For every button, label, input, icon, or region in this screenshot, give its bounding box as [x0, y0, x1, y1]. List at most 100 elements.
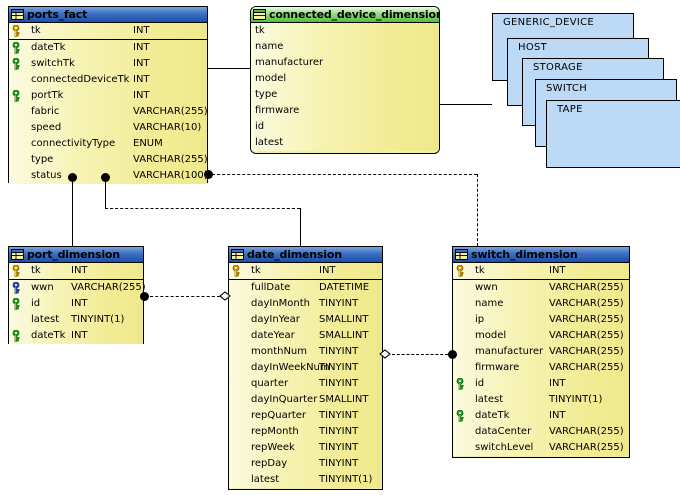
field-type: VARCHAR(255): [133, 106, 208, 117]
field-type: INT: [319, 265, 336, 276]
entity-header-switch_dimension[interactable]: switch_dimension: [453, 247, 629, 263]
connector-ports-fact-to-port-dimension: [72, 177, 73, 246]
device-type-label: HOST: [518, 42, 548, 53]
field-name: id: [31, 298, 41, 309]
field-name: switchLevel: [475, 442, 534, 453]
field-name: fabric: [31, 106, 60, 117]
entity-title-switch_dimension: switch_dimension: [471, 247, 578, 261]
primary-key-icon: [229, 265, 243, 277]
entity-header-connected_device_dimension[interactable]: connected_device_dimension: [251, 7, 439, 23]
field-row[interactable]: name: [251, 39, 439, 55]
field-row[interactable]: tk: [251, 23, 439, 39]
field-name: fullDate: [251, 282, 291, 293]
entity-header-date_dimension[interactable]: date_dimension: [229, 247, 382, 263]
entity-title-port_dimension: port_dimension: [27, 247, 120, 261]
device-type-label: GENERIC_DEVICE: [503, 17, 595, 28]
entity-title-connected_device_dimension: connected_device_dimension: [269, 7, 440, 21]
entity-header-ports_fact[interactable]: ports_fact: [9, 7, 207, 23]
field-name: latest: [255, 137, 284, 148]
table-icon: [11, 9, 24, 20]
field-row[interactable]: model: [251, 71, 439, 87]
field-row[interactable]: manufacturer: [251, 55, 439, 71]
field-row[interactable]: type: [251, 87, 439, 103]
table-icon: [231, 249, 244, 260]
foreign-key-icon: [9, 42, 23, 54]
field-name: dateTk: [31, 42, 66, 53]
field-row[interactable]: firmware: [251, 103, 439, 119]
field-name: repMonth: [251, 426, 299, 437]
field-type: TINYINT(1): [319, 474, 373, 485]
field-name: repWeek: [251, 442, 295, 453]
field-row[interactable]: latest: [251, 135, 439, 151]
field-type: VARCHAR(255): [133, 154, 208, 165]
field-type: INT: [133, 42, 150, 53]
field-type: INT: [549, 378, 566, 389]
field-name: model: [255, 73, 287, 84]
relationship-marker-switch-dimension: [447, 349, 457, 359]
field-name: tk: [31, 265, 41, 276]
field-name: firmware: [255, 105, 300, 116]
device-type-label: STORAGE: [533, 62, 583, 73]
entity-header-port_dimension[interactable]: port_dimension: [9, 247, 143, 263]
unique-key-icon: [9, 282, 23, 294]
connector-ports-fact-to-date-stub: [105, 177, 106, 208]
connector-port-dimension-to-date-dimension: [150, 296, 220, 297]
field-type: VARCHAR(255): [549, 330, 624, 341]
field-type: TINYINT(1): [549, 394, 603, 405]
field-row[interactable]: id: [251, 119, 439, 135]
field-type: VARCHAR(255): [549, 346, 624, 357]
device-type-box[interactable]: TAPE: [546, 100, 680, 168]
field-row[interactable]: fabric VARCHAR(255): [9, 104, 208, 120]
field-row[interactable]: dateTk INT: [9, 40, 207, 56]
field-type: SMALLINT: [319, 330, 369, 341]
field-type: VARCHAR(255): [549, 282, 624, 293]
field-name: dataCenter: [475, 426, 532, 437]
